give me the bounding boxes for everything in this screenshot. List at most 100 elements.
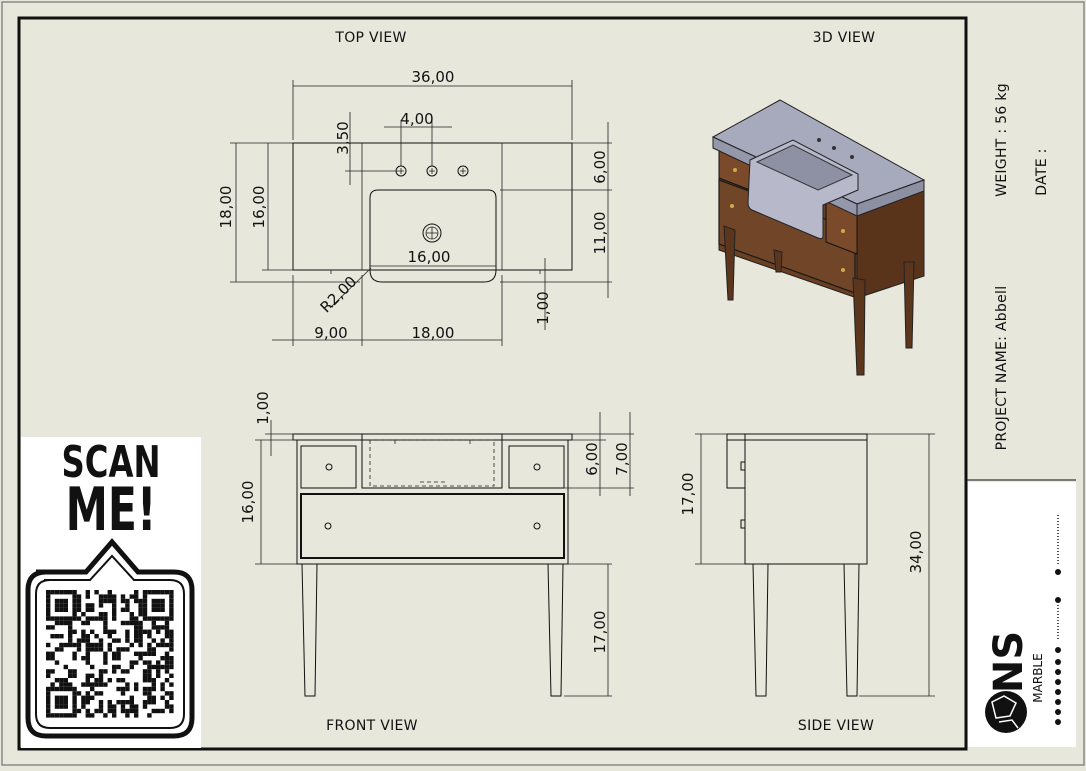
qr-module [85,691,90,696]
qr-module [147,700,152,705]
qr-module [164,691,170,696]
qr-module [164,620,170,626]
qr-module [120,700,126,705]
qr-module [50,656,55,661]
qr-module [156,607,161,612]
qr-module [85,695,90,700]
qr-module [72,708,77,714]
qr-module [63,590,68,595]
qr-module [134,651,139,656]
logo-globe-lines [991,695,1019,729]
qr-module [142,704,148,709]
qr-module [81,695,86,700]
qr-module [46,651,51,656]
qr-module [164,704,170,709]
qr-module [46,603,51,608]
qr-module [151,647,156,652]
qr-module [63,642,68,648]
qr-module [147,590,152,595]
qr-module [72,598,77,604]
qr-module [85,651,90,656]
qr-module [156,708,161,714]
qr-module [76,607,82,612]
qr-module [81,704,86,709]
qr-module [50,713,55,718]
qr-module [98,638,104,643]
qr-module [46,612,51,617]
side-dim-lines [695,433,935,697]
dim-3-50-lines [345,112,398,185]
qr-module [147,660,152,665]
qr-module [63,664,68,670]
qr-module [120,691,126,696]
qr-module [134,708,139,714]
qr-module [68,713,73,718]
qr-module [81,634,86,639]
drawing-frame [17,16,968,751]
dim-sink-width: 16,00 [408,248,451,266]
qr-module [112,594,117,599]
qr-module [90,682,95,687]
qr-module [125,700,130,705]
qr-module [134,616,139,621]
qr-module [125,708,130,714]
qr-module [116,686,121,692]
qr-module [169,691,174,696]
qr-module [142,691,148,696]
qr-module [151,620,156,626]
qr-module [85,647,90,652]
qr-module [156,660,161,665]
qr-module [134,625,139,630]
dim-depth-lines [230,142,360,283]
qr-module [147,686,152,692]
qr-module [63,616,68,621]
qr-module [129,616,134,621]
qr-module [46,616,51,621]
qr-module [142,607,148,612]
qr-module [59,700,64,705]
qr-module [112,603,117,608]
qr-module [151,708,156,714]
qr-module [76,598,82,604]
qr-module [169,612,174,617]
dim-front-body-16: 16,00 [239,481,257,524]
qr-module [90,686,95,692]
side-leg-right [843,563,860,697]
qr-module [85,660,90,665]
qr-module [164,651,170,656]
qr-module [112,616,117,621]
qr-module [81,682,86,687]
qr-module [72,603,77,608]
qr-module [125,638,130,643]
qr-speech-frame [25,538,195,739]
qr-module [76,616,82,621]
qr-module [107,634,112,639]
qr-module [90,647,95,652]
3d-faucet-hole [850,155,854,159]
qr-module [85,594,90,599]
qr-module [116,647,121,652]
qr-module [164,669,170,674]
qr-module [81,620,86,626]
qr-code-icon[interactable] [46,590,174,718]
qr-module [103,594,108,599]
qr-module [134,590,139,595]
qr-module [46,656,51,661]
social-icon [1055,669,1061,675]
qr-module [116,664,121,670]
qr-module [46,708,51,714]
social-icon [1055,689,1061,695]
qr-module [81,638,86,643]
front-leg-left [301,563,318,697]
dim-side-total-34: 34,00 [907,531,925,574]
qr-module [81,629,86,634]
qr-module [120,686,126,692]
qr-module [59,642,64,648]
qr-module [98,700,104,705]
qr-module [72,713,77,718]
qr-module [59,704,64,709]
qr-module [54,634,60,639]
front-small-drawer-left [300,445,357,489]
qr-module [72,673,77,678]
qr-module [59,616,64,621]
